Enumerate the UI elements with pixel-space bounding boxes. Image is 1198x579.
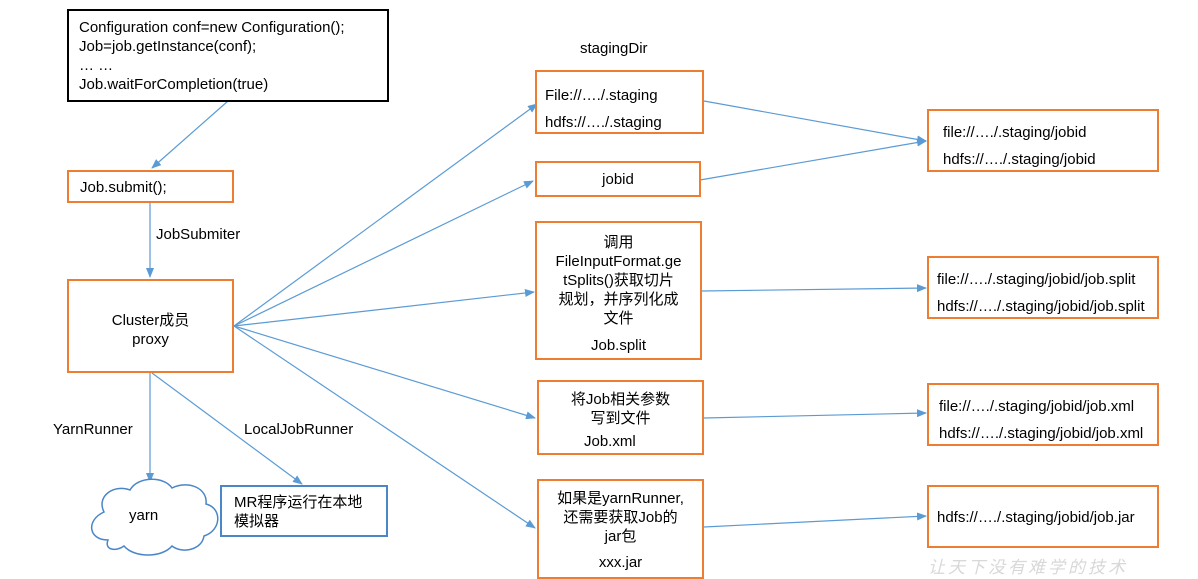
label-jobsubmiter: JobSubmiter bbox=[156, 226, 241, 243]
split-line: 规划，并序列化成 bbox=[558, 291, 679, 308]
arrow-cluster-to-staging bbox=[233, 103, 538, 327]
jar-line: jar包 bbox=[604, 528, 637, 545]
mr-local-box: MR程序运行在本地 模拟器 bbox=[220, 485, 388, 537]
arrow-jobid-to-jobid-path bbox=[699, 138, 927, 181]
xml-path-line: hdfs://…./.staging/jobid/job.xml bbox=[939, 425, 1144, 442]
label-yarnrunner: YarnRunner bbox=[53, 421, 133, 438]
jobid-path-box: file://…./.staging/jobid hdfs://…./.stag… bbox=[927, 109, 1159, 172]
split-path-line: hdfs://…./.staging/jobid/job.split bbox=[937, 298, 1145, 315]
arrow-split-to-split-path bbox=[701, 284, 927, 293]
split-path-box: file://…./.staging/jobid/job.split hdfs:… bbox=[927, 256, 1159, 319]
arrow-jar-to-jar-path bbox=[703, 512, 927, 528]
jar-line: 如果是yarnRunner, bbox=[557, 490, 684, 507]
xml-line: 将Job相关参数 bbox=[570, 391, 671, 408]
cluster-box: Cluster成员 proxy bbox=[67, 279, 234, 373]
mr-line: 模拟器 bbox=[234, 513, 280, 530]
split-line: 文件 bbox=[603, 310, 634, 327]
label-stagingdir: stagingDir bbox=[580, 40, 648, 57]
yarn-cloud-shape bbox=[91, 478, 219, 556]
code-line: … … bbox=[79, 57, 114, 74]
arrow-cluster-to-local bbox=[151, 372, 303, 485]
jobid-box: jobid bbox=[535, 161, 701, 197]
staging-box: File://…./.staging hdfs://…./.staging bbox=[535, 70, 704, 134]
arrow-cluster-to-jobid bbox=[233, 180, 534, 327]
arrow-cluster-to-split bbox=[233, 289, 535, 327]
xml-footer: Job.xml bbox=[584, 433, 636, 450]
staging-line: File://…./.staging bbox=[545, 87, 658, 104]
xml-path-box: file://…./.staging/jobid/job.xml hdfs://… bbox=[927, 383, 1159, 446]
arrow-cluster-to-jar bbox=[233, 325, 536, 529]
split-box: 调用 FileInputFormat.ge tSplits()获取切片 规划，并… bbox=[535, 221, 702, 360]
submit-box: Job.submit(); bbox=[67, 170, 234, 203]
code-line: Job=job.getInstance(conf); bbox=[79, 38, 257, 55]
split-line: tSplits()获取切片 bbox=[563, 272, 674, 289]
split-line: 调用 bbox=[603, 234, 634, 251]
xml-path-line: file://…./.staging/jobid/job.xml bbox=[939, 398, 1135, 415]
split-line: FileInputFormat.ge bbox=[555, 253, 682, 270]
submit-text: Job.submit(); bbox=[80, 179, 167, 196]
split-footer: Job.split bbox=[590, 337, 647, 354]
jar-path-line: hdfs://…./.staging/jobid/job.jar bbox=[937, 509, 1135, 526]
cluster-line: proxy bbox=[132, 331, 169, 348]
jar-footer: xxx.jar bbox=[598, 554, 643, 571]
arrow-code-to-submit bbox=[151, 100, 229, 169]
watermark: 让天下没有难学的技术 bbox=[928, 558, 1128, 578]
xml-line: 写到文件 bbox=[590, 410, 651, 427]
jar-line: 还需要获取Job的 bbox=[563, 509, 678, 526]
code-line: Configuration conf=new Configuration(); bbox=[79, 19, 345, 36]
cluster-line: Cluster成员 bbox=[111, 312, 190, 329]
code-box: Configuration conf=new Configuration(); … bbox=[67, 9, 389, 102]
arrow-xml-to-xml-path bbox=[703, 409, 927, 419]
jar-box: 如果是yarnRunner, 还需要获取Job的 jar包 xxx.jar bbox=[537, 479, 704, 579]
jar-path-box: hdfs://…./.staging/jobid/job.jar bbox=[927, 485, 1159, 548]
staging-line: hdfs://…./.staging bbox=[545, 114, 662, 131]
split-path-line: file://…./.staging/jobid/job.split bbox=[937, 271, 1136, 288]
jobid-text: jobid bbox=[602, 171, 634, 188]
arrow-cluster-to-xml bbox=[233, 325, 536, 420]
code-line: Job.waitForCompletion(true) bbox=[79, 76, 269, 93]
label-localjobrunner: LocalJobRunner bbox=[244, 421, 354, 438]
mr-line: MR程序运行在本地 bbox=[234, 494, 363, 511]
jobid-path-line: file://…./.staging/jobid bbox=[943, 124, 1087, 141]
yarn-cloud-label: yarn bbox=[129, 507, 159, 524]
jobid-path-line: hdfs://…./.staging/jobid bbox=[943, 151, 1096, 168]
xml-box: 将Job相关参数 写到文件 Job.xml bbox=[537, 380, 704, 455]
arrow-staging-to-jobid-path bbox=[703, 100, 927, 144]
